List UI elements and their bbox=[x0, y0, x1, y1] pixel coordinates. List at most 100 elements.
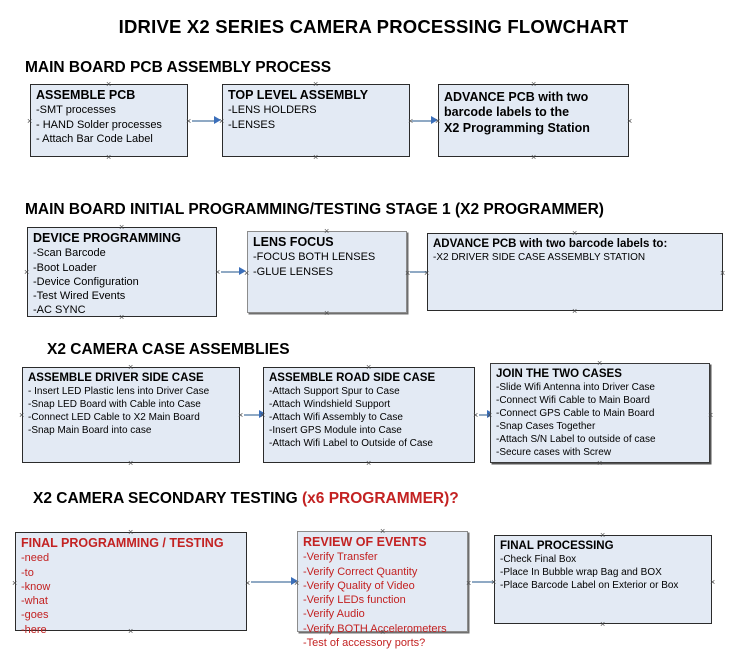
section-heading-2-text: MAIN BOARD INITIAL PROGRAMMING/TESTING S… bbox=[25, 201, 604, 218]
connection-handle-top[interactable]: × bbox=[597, 358, 603, 368]
connection-handle-left[interactable]: × bbox=[244, 268, 250, 278]
node-header: ADVANCE PCB with two bbox=[444, 90, 589, 104]
node-advance-pcb-station[interactable]: ADVANCE PCB with two barcode labels to t… bbox=[435, 80, 633, 162]
connection-handle-top[interactable]: × bbox=[128, 362, 134, 372]
connection-handle-bottom[interactable]: × bbox=[106, 152, 112, 162]
node-lens-focus[interactable]: LENS FOCUS -FOCUS BOTH LENSES -GLUE LENS… bbox=[244, 227, 411, 318]
node-review-of-events[interactable]: REVIEW OF EVENTS -Verify Transfer -Verif… bbox=[294, 527, 472, 650]
node-line: -Place In Bubble wrap Bag and BOX bbox=[500, 567, 662, 579]
node-line: -Boot Loader bbox=[33, 261, 97, 274]
node-header: ASSEMBLE DRIVER SIDE CASE bbox=[28, 372, 204, 384]
connection-handle-top[interactable]: × bbox=[600, 530, 606, 540]
node-assemble-pcb[interactable]: ASSEMBLE PCB -SMT processes - HAND Solde… bbox=[27, 80, 192, 162]
connection-handle-left[interactable]: × bbox=[294, 578, 300, 588]
connection-handle-top[interactable]: × bbox=[106, 79, 112, 89]
node-header: LENS FOCUS bbox=[253, 235, 334, 249]
connection-handle-bottom[interactable]: × bbox=[572, 306, 578, 316]
connection-handle-left[interactable]: × bbox=[491, 577, 497, 587]
connection-handle-bottom[interactable]: × bbox=[531, 152, 537, 162]
node-join-the-two-cases[interactable]: JOIN THE TWO CASES -Slide Wifi Antenna i… bbox=[487, 359, 714, 468]
connection-handle-right[interactable]: × bbox=[245, 578, 251, 588]
node-assemble-road-side-case[interactable]: ASSEMBLE ROAD SIDE CASE -Attach Support … bbox=[260, 363, 479, 468]
node-line: -know bbox=[21, 580, 51, 593]
connector-4-1 bbox=[251, 581, 293, 583]
connection-handle-bottom[interactable]: × bbox=[597, 458, 603, 468]
connection-handle-bottom[interactable]: × bbox=[128, 626, 134, 636]
connection-handle-right[interactable]: × bbox=[408, 116, 414, 126]
connection-handle-left[interactable]: × bbox=[12, 578, 18, 588]
connection-handle-bottom[interactable]: × bbox=[380, 627, 386, 637]
arrow-icon bbox=[239, 267, 246, 275]
connection-handle-top[interactable]: × bbox=[572, 228, 578, 238]
connection-handle-left[interactable]: × bbox=[260, 410, 266, 420]
connection-handle-left[interactable]: × bbox=[219, 116, 225, 126]
connection-handle-bottom[interactable]: × bbox=[366, 458, 372, 468]
node-line: -here bbox=[21, 623, 47, 636]
node-header: ADVANCE PCB with two barcode labels to: bbox=[433, 238, 668, 250]
node-line: -Attach Support Spur to Case bbox=[269, 386, 400, 398]
connection-handle-top[interactable]: × bbox=[313, 79, 319, 89]
page-title: IDRIVE X2 SERIES CAMERA PROCESSING FLOWC… bbox=[118, 16, 629, 37]
connection-handle-bottom[interactable]: × bbox=[324, 308, 330, 318]
connection-handle-left[interactable]: × bbox=[27, 116, 33, 126]
connection-handle-top[interactable]: × bbox=[119, 222, 125, 232]
node-line: -Verify Quality of Video bbox=[303, 579, 415, 592]
node-line: -AC SYNC bbox=[33, 304, 86, 317]
connection-handle-left[interactable]: × bbox=[487, 410, 493, 420]
connector-3-2 bbox=[479, 414, 491, 416]
node-header: JOIN THE TWO CASES bbox=[496, 368, 622, 380]
node-line-overflow: -Test of accessory ports? bbox=[303, 637, 426, 650]
connection-handle-top[interactable]: × bbox=[380, 526, 386, 536]
node-header: X2 Programming Station bbox=[444, 120, 590, 135]
node-line: -Verify BOTH Accelerometers bbox=[303, 622, 447, 635]
connection-handle-right[interactable]: × bbox=[627, 116, 633, 126]
node-final-programming-testing[interactable]: FINAL PROGRAMMING / TESTING -need -to -k… bbox=[12, 528, 251, 636]
node-line: - Insert LED Plastic lens into Driver Ca… bbox=[28, 386, 210, 398]
node-line: -Check Final Box bbox=[500, 554, 577, 566]
connection-handle-right[interactable]: × bbox=[186, 116, 192, 126]
connection-handle-bottom[interactable]: × bbox=[313, 152, 319, 162]
node-top-level-assembly[interactable]: TOP LEVEL ASSEMBLY -LENS HOLDERS -LENSES… bbox=[219, 80, 414, 162]
node-device-programming[interactable]: DEVICE PROGRAMMING -Scan Barcode -Boot L… bbox=[24, 223, 221, 322]
connection-handle-top[interactable]: × bbox=[324, 226, 330, 236]
node-line: -Slide Wifi Antenna into Driver Case bbox=[496, 382, 655, 394]
arrow-icon bbox=[291, 577, 298, 585]
node-line: -Secure cases with Screw bbox=[496, 447, 612, 459]
connection-handle-right[interactable]: × bbox=[473, 410, 479, 420]
connection-handle-right[interactable]: × bbox=[720, 268, 726, 278]
node-line: -Attach Wifi Label to Outside of Case bbox=[269, 438, 433, 450]
connection-handle-right[interactable]: × bbox=[405, 268, 411, 278]
node-assemble-driver-side-case[interactable]: ASSEMBLE DRIVER SIDE CASE - Insert LED P… bbox=[19, 363, 244, 468]
section-heading-4: X2 CAMERA SECONDARY TESTING (x6 PROGRAMM… bbox=[33, 490, 459, 508]
connection-handle-right[interactable]: × bbox=[215, 267, 221, 277]
connection-handle-top[interactable]: × bbox=[366, 362, 372, 372]
connection-handle-right[interactable]: × bbox=[710, 577, 716, 587]
connection-handle-top[interactable]: × bbox=[531, 79, 537, 89]
connection-handle-left[interactable]: × bbox=[435, 116, 441, 126]
connection-handle-bottom[interactable]: × bbox=[600, 619, 606, 629]
connection-handle-left[interactable]: × bbox=[24, 267, 30, 277]
connector-4-2 bbox=[472, 581, 510, 583]
node-header: barcode labels to the bbox=[444, 105, 570, 120]
connection-handle-right[interactable]: × bbox=[466, 578, 472, 588]
connection-handle-right[interactable]: × bbox=[708, 410, 714, 420]
connection-handle-left[interactable]: × bbox=[424, 268, 430, 278]
section-heading-4-accent: (x6 PROGRAMMER)? bbox=[302, 490, 459, 507]
node-line: -Connect GPS Cable to Main Board bbox=[496, 408, 655, 420]
node-line: - HAND Solder processes bbox=[36, 118, 162, 131]
node-line: -Connect LED Cable to X2 Main Board bbox=[28, 412, 200, 424]
node-advance-pcb-driver-case[interactable]: ADVANCE PCB with two barcode labels to: … bbox=[424, 229, 726, 316]
node-line: -FOCUS BOTH LENSES bbox=[253, 251, 376, 264]
connection-handle-bottom[interactable]: × bbox=[128, 458, 134, 468]
connection-handle-top[interactable]: × bbox=[128, 527, 134, 537]
connection-handle-left[interactable]: × bbox=[19, 410, 25, 420]
node-line: -SMT processes bbox=[36, 104, 116, 117]
connector-1-2 bbox=[412, 120, 434, 122]
node-line: -Snap Cases Together bbox=[496, 421, 596, 433]
node-header: TOP LEVEL ASSEMBLY bbox=[228, 88, 369, 102]
node-final-processing[interactable]: FINAL PROCESSING -Check Final Box -Place… bbox=[491, 531, 716, 629]
node-line: -GLUE LENSES bbox=[253, 265, 334, 278]
connection-handle-right[interactable]: × bbox=[238, 410, 244, 420]
connection-handle-bottom[interactable]: × bbox=[119, 312, 125, 322]
